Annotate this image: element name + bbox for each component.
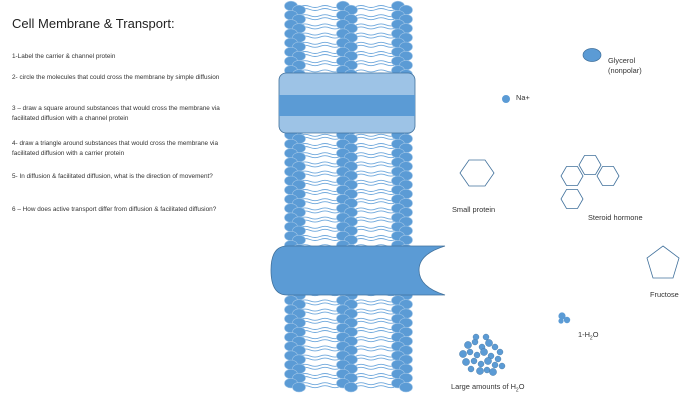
steroid-hormone-icon bbox=[560, 155, 620, 209]
worksheet-title: Cell Membrane & Transport: bbox=[12, 16, 175, 31]
single-water-label: 1-H2O bbox=[578, 330, 598, 341]
question-6: 6 – How does active transport differ fro… bbox=[12, 206, 217, 213]
phospholipid-bilayer-icon bbox=[284, 0, 413, 393]
many-water-suffix: O bbox=[518, 382, 525, 391]
sodium-ion bbox=[502, 95, 510, 103]
question-1: 1-Label the carrier & channel protein bbox=[12, 53, 116, 60]
channel-protein-icon bbox=[278, 72, 416, 134]
water-cluster-icon bbox=[459, 333, 506, 376]
many-water-prefix: Large amounts of H bbox=[451, 382, 516, 391]
glycerol-label-line1: Glycerol bbox=[608, 56, 636, 65]
small-protein-label: Small protein bbox=[452, 205, 496, 214]
glycerol-label: Glycerol (nonpolar) bbox=[608, 56, 642, 75]
question-2: 2- circle the molecules that could cross… bbox=[12, 74, 220, 81]
many-water-sub: 2 bbox=[515, 387, 519, 394]
sodium-label: Na+ bbox=[516, 93, 530, 102]
fructose-label: Fructose bbox=[650, 290, 679, 299]
question-4: 4- draw a triangle around substances tha… bbox=[12, 140, 219, 157]
glycerol-label-line2: (nonpolar) bbox=[608, 65, 642, 75]
single-water-sub: 2 bbox=[589, 335, 593, 342]
question-5: 5- In diffusion & facilitated diffusion,… bbox=[12, 173, 213, 180]
pentagon-icon bbox=[646, 245, 680, 279]
many-water-label: Large amounts of H2O bbox=[451, 382, 524, 393]
single-water-prefix: 1-H bbox=[578, 330, 590, 339]
hexagon-icon bbox=[459, 159, 495, 187]
steroid-hormone-label: Steroid hormone bbox=[588, 213, 643, 222]
question-3: 3 – draw a square around substances that… bbox=[12, 105, 220, 122]
water-molecule-icon bbox=[558, 312, 571, 324]
single-water-suffix: O bbox=[592, 330, 599, 339]
carrier-protein-icon bbox=[270, 245, 446, 296]
glycerol-molecule bbox=[582, 48, 602, 62]
